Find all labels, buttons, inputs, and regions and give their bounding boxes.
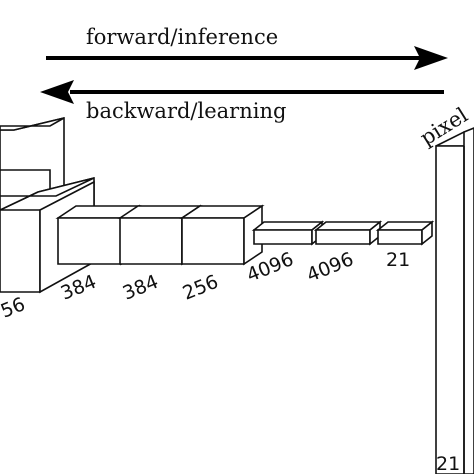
- forward-inference-label: forward/inference: [86, 25, 278, 49]
- layer-label-first: 56: [0, 293, 28, 322]
- layer-block-6: [251, 220, 325, 246]
- layer-label-21: 21: [386, 249, 410, 271]
- layer-block-5: [179, 204, 265, 266]
- backward-arrow: [40, 80, 444, 104]
- output-block: [435, 127, 474, 474]
- layer-block-8: [375, 220, 435, 246]
- layer-label-256: 256: [180, 271, 222, 305]
- forward-arrow: [46, 46, 448, 70]
- output-channel-label: 21: [436, 453, 460, 474]
- layer-label-384-b: 384: [120, 271, 162, 305]
- backward-learning-label: backward/learning: [86, 99, 286, 123]
- layer-label-4096-b: 4096: [304, 248, 357, 287]
- layer-block-7: [313, 220, 383, 246]
